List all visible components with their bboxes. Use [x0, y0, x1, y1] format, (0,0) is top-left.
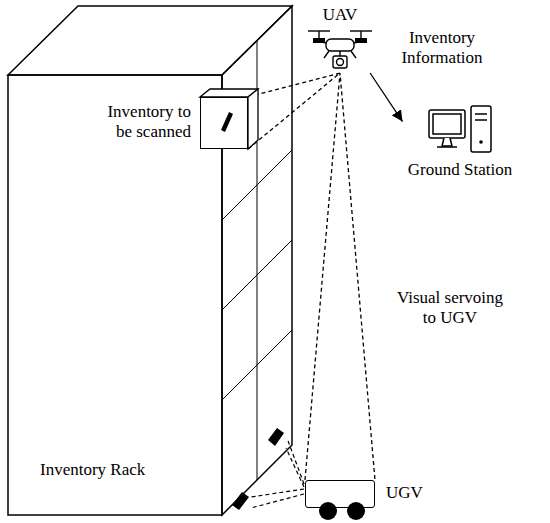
node-label: UAV [305, 5, 375, 25]
ground-station: Ground Station [403, 98, 518, 182]
camera-mount [339, 51, 340, 56]
power-button [479, 140, 483, 144]
rack-front [8, 75, 222, 515]
tower [471, 106, 491, 152]
rotor-mast [318, 31, 319, 39]
connector [248, 73, 340, 149]
rack-side [222, 6, 292, 515]
rack-marker [268, 428, 284, 446]
edge-label: Inventory Information [381, 28, 503, 67]
monitor-base [437, 146, 457, 148]
node-label: Inventory to be scanned [91, 102, 191, 141]
screen [433, 114, 461, 134]
scan-line [287, 438, 304, 484]
rack-marker [232, 492, 249, 510]
node-label: Inventory Rack [40, 460, 145, 480]
connector [305, 73, 375, 480]
drive-slot [475, 119, 487, 121]
monitor [429, 110, 465, 138]
inventory-box: Inventory to be scanned [200, 97, 248, 149]
wheel [319, 502, 337, 520]
rack-shelf [222, 330, 292, 400]
connector [370, 73, 402, 122]
rack-shelf [222, 240, 292, 310]
monitor-stand [442, 138, 452, 146]
ugv-wheels [305, 480, 375, 520]
drone-icon [305, 27, 375, 75]
rack-divider [257, 41, 258, 480]
computer-icon [427, 102, 493, 158]
motor [313, 38, 325, 43]
scan-line [286, 448, 304, 487]
rack-shelf [222, 150, 292, 220]
ugv-vehicle: UGV [305, 480, 375, 508]
scan-line [251, 494, 304, 508]
barcode-mark [221, 112, 233, 132]
edge-label: Visual servoing to UGV [387, 288, 513, 327]
rack-outline [8, 5, 293, 516]
inventory-rack: Inventory to be scannedInventory Rack [8, 5, 293, 516]
drone-body [326, 39, 354, 51]
wheel [347, 502, 365, 520]
box-detail [201, 98, 249, 150]
uav-drone: UAV [305, 5, 375, 73]
rotor-mast [360, 31, 361, 39]
motor [355, 38, 367, 43]
camera-lens [337, 59, 344, 66]
rack-top [8, 6, 292, 75]
node-label: UGV [386, 483, 423, 503]
drive-slot [475, 113, 487, 115]
box-side [248, 89, 258, 149]
node-label: Ground Station [403, 160, 518, 180]
camera [333, 56, 347, 68]
